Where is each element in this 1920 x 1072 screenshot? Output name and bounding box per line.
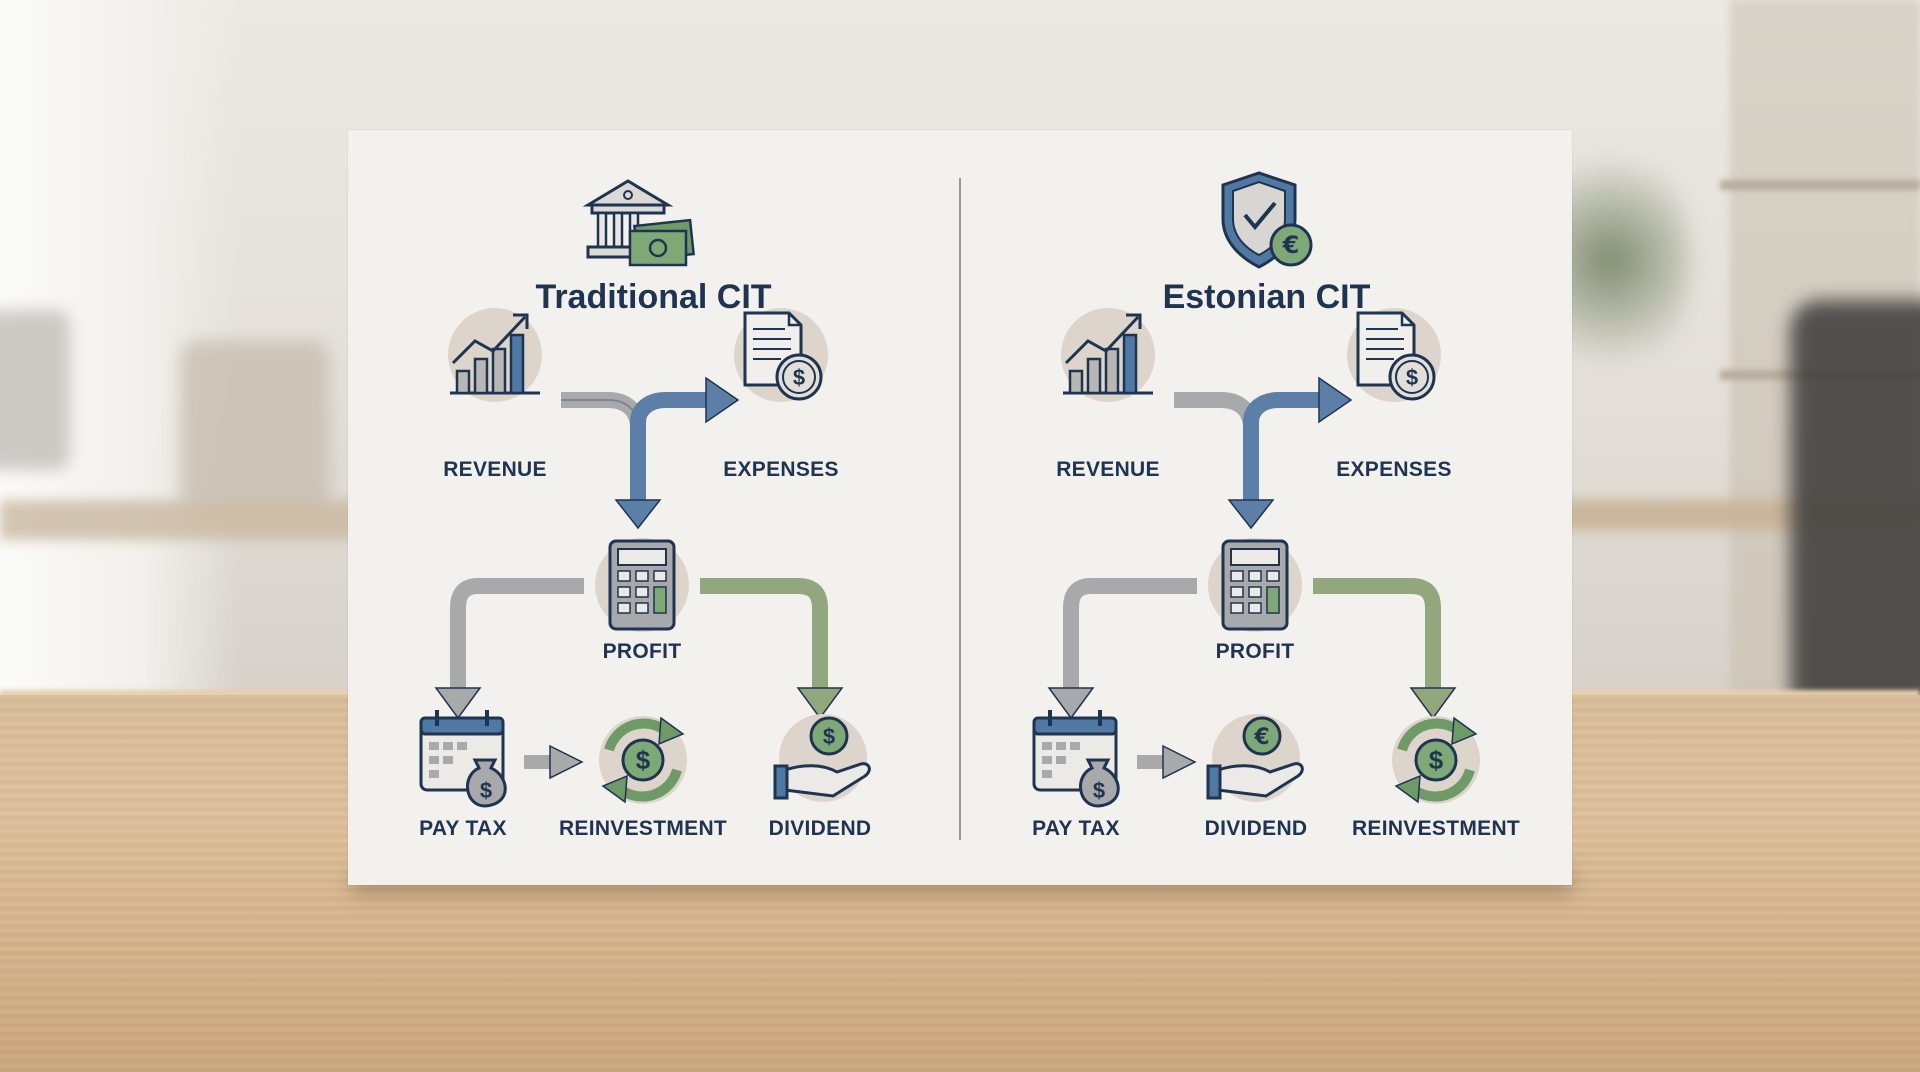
profit-calculator-icon [1208,538,1302,632]
tax-to-dividend-arrow [1137,744,1197,780]
svg-text:€: € [1282,231,1300,259]
reinvestment-cycle-icon: $ [599,716,687,804]
expenses-document-icon: $ [734,308,828,402]
flow-diagram: € [1032,171,1480,808]
node-label-expenses: EXPENSES [1336,458,1452,481]
shield-euro-icon: € [1221,171,1313,269]
panel-traditional-cit: $ [348,130,959,885]
expenses-document-icon: $ [1347,308,1441,402]
background-chair [0,310,70,470]
shelf-board [1720,180,1920,190]
svg-text:$: $ [636,745,651,775]
node-label-expenses: EXPENSES [723,458,839,481]
svg-text:$: $ [1093,778,1105,803]
svg-text:$: $ [1406,365,1418,390]
profit-to-tax-arrow [1047,578,1197,720]
panel-title: Traditional CIT [535,278,772,316]
bank-with-cash-icon [582,179,695,267]
svg-text:€: € [1253,725,1269,750]
profit-to-reinvestment-arrow [1313,578,1457,720]
node-label-dividend: DIVIDEND [768,817,872,840]
node-label-revenue: REVENUE [1056,458,1160,481]
node-label-profit: PROFIT [1215,640,1295,663]
tax-calendar-moneybag-icon: $ [1032,710,1120,808]
node-label-revenue: REVENUE [443,458,547,481]
revenue-chart-icon [448,308,542,402]
background-chair [180,340,330,510]
profit-to-tax-arrow [434,578,584,720]
tax-calendar-moneybag-icon: $ [419,710,507,808]
flow-diagram: $ [419,179,871,808]
node-label-reinvestment: REINVESTMENT [558,817,728,840]
node-label-dividend: DIVIDEND [1204,817,1308,840]
profit-to-dividend-arrow [700,578,844,720]
node-label-pay-tax: PAY TAX [419,817,507,840]
revenue-to-expenses-arrow [561,376,740,530]
background-office-chair [1790,300,1920,720]
svg-text:$: $ [793,365,805,390]
svg-text:$: $ [480,778,492,803]
panel-title: Estonian CIT [1162,278,1371,316]
dividend-hand-coin-icon: $ [773,714,871,802]
tax-to-reinvestment-arrow [524,744,584,780]
svg-text:$: $ [823,724,835,749]
node-label-pay-tax: PAY TAX [1032,817,1120,840]
reinvestment-cycle-icon: $ [1392,716,1480,804]
revenue-to-expenses-arrow [1174,376,1353,530]
dividend-hand-euro-icon: € [1206,714,1304,802]
background-desk [0,500,360,540]
svg-text:$: $ [1429,745,1444,775]
panel-estonian-cit: € [961,130,1572,885]
comparison-card: $ [348,130,1572,885]
node-label-profit: PROFIT [602,640,682,663]
node-label-reinvestment: REINVESTMENT [1351,817,1521,840]
revenue-chart-icon [1061,308,1155,402]
panel-divider [959,178,961,840]
profit-calculator-icon [595,538,689,632]
